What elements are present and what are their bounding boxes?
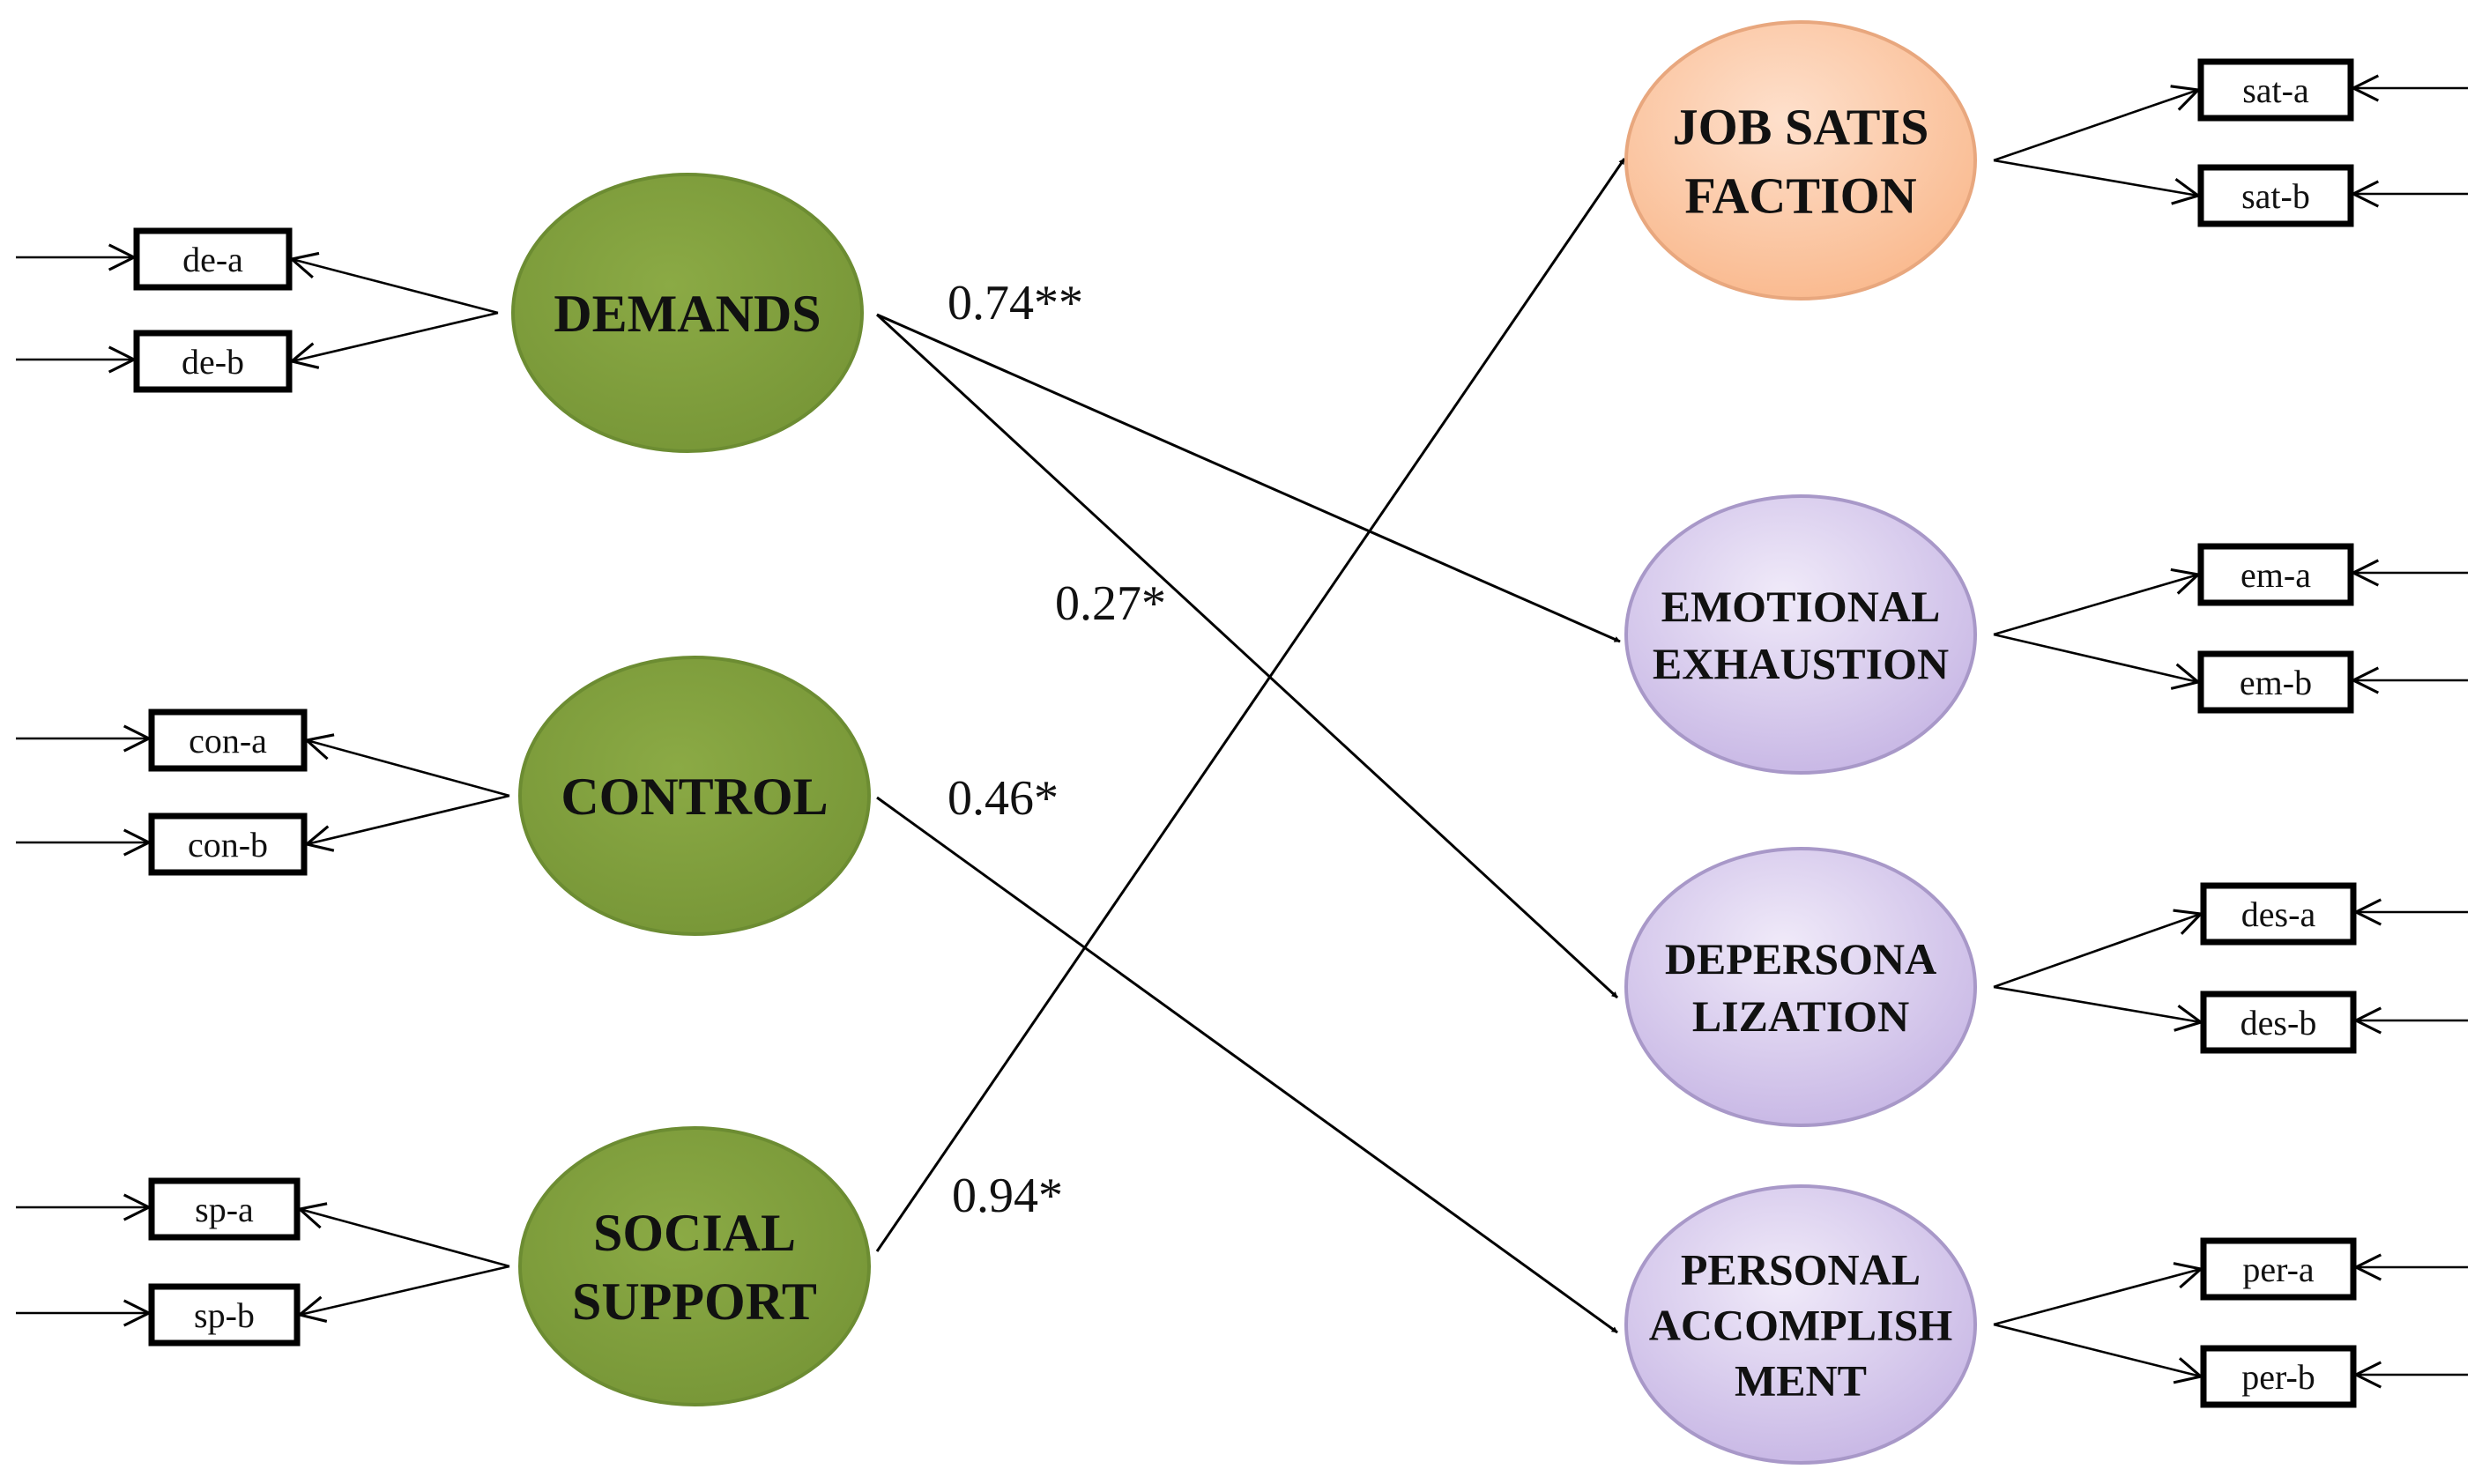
latent-label-job-satisfaction: JOB SATIS: [1673, 98, 1929, 155]
latent-social-support: [518, 1126, 871, 1406]
indicator-box-em-a: [2197, 543, 2354, 606]
loading-arrow: [307, 794, 510, 844]
indicator-box-sat-a: [2197, 58, 2354, 122]
loading-arrow: [292, 259, 499, 315]
indicator-label: de-a: [182, 240, 243, 279]
loading-arrow: [1993, 633, 2198, 682]
indicator-box-em-b: [2197, 650, 2354, 714]
latent-label-emotional-exhaustion: EXHAUSTION: [1653, 639, 1949, 688]
latent-control: [518, 656, 871, 936]
loading-arrow: [292, 311, 499, 361]
latent-job-satisfaction: [1624, 20, 1977, 301]
indicator-label: em-b: [2240, 663, 2312, 702]
loading-arrow: [1993, 914, 2201, 989]
loading-arrow: [1993, 1269, 2201, 1326]
path-demands-to-emotional-exhaustion: [876, 313, 1621, 643]
indicator-box-con-b: [148, 812, 308, 876]
path-control-to-personal-accomplishment: [876, 796, 1618, 1334]
path-coefficient: 0.27*: [1055, 576, 1166, 631]
indicator-label: sat-a: [2242, 70, 2309, 110]
latent-label-job-satisfaction: FACTION: [1684, 167, 1916, 224]
path-coefficient: 0.46*: [947, 771, 1059, 826]
latent-label-depersonalization: LIZATION: [1692, 991, 1909, 1041]
loading-arrow: [300, 1265, 510, 1315]
indicator-box-per-b: [2200, 1345, 2357, 1408]
indicator-box-des-a: [2200, 882, 2357, 946]
latent-personal-accomplishment: [1624, 1184, 1977, 1465]
loading-arrow: [1993, 159, 2198, 196]
indicator-label: sp-a: [195, 1190, 254, 1229]
latent-label-social-support: SOCIAL: [593, 1204, 796, 1262]
indicator-label: per-b: [2241, 1357, 2315, 1397]
indicator-box-de-b: [133, 330, 293, 393]
path-demands-to-depersonalization: [875, 313, 1619, 999]
loading-arrow: [1993, 1323, 2201, 1376]
loading-arrow: [1993, 90, 2198, 162]
indicator-box-des-b: [2200, 991, 2357, 1054]
indicator-label: sat-b: [2241, 176, 2310, 216]
latent-label-personal-accomplishment: ACCOMPLISH: [1649, 1301, 1953, 1350]
indicator-label: con-a: [189, 721, 267, 761]
indicator-label: sp-b: [194, 1295, 255, 1335]
indicator-label: con-b: [188, 825, 268, 864]
latent-label-personal-accomplishment: PERSONAL: [1681, 1245, 1921, 1295]
latent-demands: [511, 173, 864, 453]
path-coefficient: 0.74**: [947, 276, 1083, 330]
loading-arrow: [307, 740, 510, 798]
latent-label-emotional-exhaustion: EMOTIONAL: [1661, 582, 1941, 631]
loading-arrow: [300, 1209, 510, 1268]
indicator-box-sat-b: [2197, 164, 2354, 227]
indicator-label: em-a: [2240, 555, 2311, 595]
indicator-box-de-a: [133, 227, 293, 291]
loading-arrow: [1993, 985, 2201, 1022]
indicator-label: per-a: [2242, 1250, 2315, 1289]
latent-depersonalization: [1624, 847, 1977, 1127]
indicator-box-sp-a: [148, 1177, 301, 1241]
indicator-label: de-b: [182, 342, 244, 382]
indicator-box-per-a: [2200, 1237, 2357, 1301]
latent-label-demands: DEMANDS: [554, 285, 821, 343]
latent-emotional-exhaustion: [1624, 494, 1977, 775]
path-coefficient: 0.94*: [952, 1169, 1063, 1223]
indicator-box-con-a: [148, 709, 308, 772]
loading-arrow: [1993, 575, 2198, 636]
latent-label-depersonalization: DEPERSONA: [1665, 934, 1936, 983]
latent-label-control: CONTROL: [561, 768, 828, 826]
path-social-support-to-job-satisfaction: [875, 158, 1626, 1252]
latent-label-social-support: SUPPORT: [572, 1273, 817, 1331]
indicator-box-sp-b: [148, 1283, 301, 1347]
indicator-label: des-a: [2241, 894, 2316, 934]
indicator-label: des-b: [2240, 1003, 2317, 1043]
latent-label-personal-accomplishment: MENT: [1735, 1356, 1867, 1406]
